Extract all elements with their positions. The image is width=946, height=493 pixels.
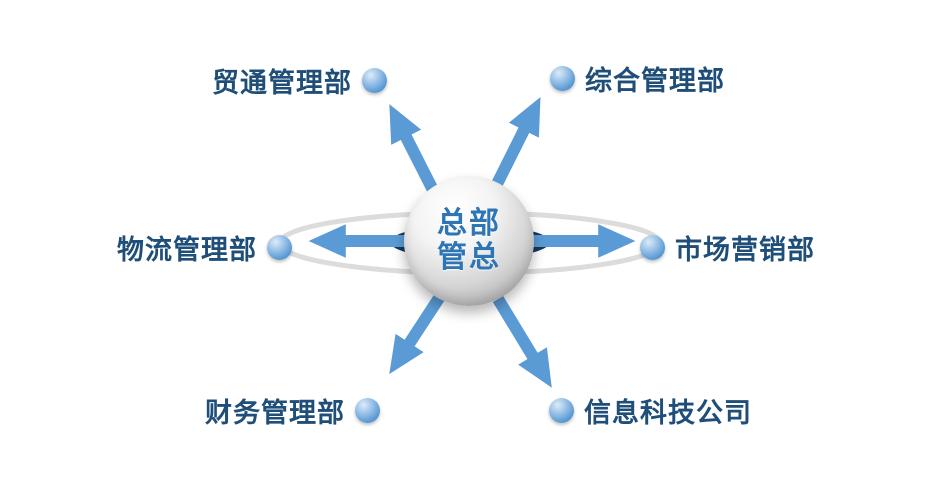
- dept-bullet-icon: [362, 68, 387, 93]
- dept-label: 市场营销部: [675, 235, 815, 265]
- radial-arrows: [308, 97, 636, 388]
- dept-bullet-icon: [640, 235, 665, 260]
- dept-bullet-icon: [549, 398, 574, 423]
- arrow-top-left: [389, 104, 442, 199]
- dept-bullet-icon: [550, 66, 575, 91]
- hub-label-line2: 管总: [437, 241, 501, 274]
- dept-label: 财务管理部: [205, 398, 345, 428]
- hub-label-line1: 总部: [437, 207, 501, 240]
- dept-label: 物流管理部: [117, 235, 257, 265]
- dept-bullet-icon: [267, 235, 292, 260]
- dept-node-logistics-management: 物流管理部: [117, 228, 292, 267]
- dept-label: 贸通管理部: [212, 68, 352, 98]
- dept-bullet-icon: [355, 398, 380, 423]
- hub-node: 总部 管总: [404, 176, 534, 306]
- dept-node-general-management: 综合管理部: [550, 59, 725, 98]
- dept-node-marketing: 市场营销部: [640, 228, 815, 267]
- dept-node-info-tech-company: 信息科技公司: [549, 391, 752, 430]
- dept-label: 综合管理部: [585, 66, 725, 96]
- arrow-top-right: [488, 97, 541, 193]
- dept-node-finance-management: 财务管理部: [205, 391, 380, 430]
- arrow-bottom-left: [389, 291, 447, 375]
- dept-label: 信息科技公司: [584, 398, 752, 428]
- arrow-bottom-right: [492, 295, 552, 388]
- dept-node-trade-management: 贸通管理部: [212, 61, 387, 100]
